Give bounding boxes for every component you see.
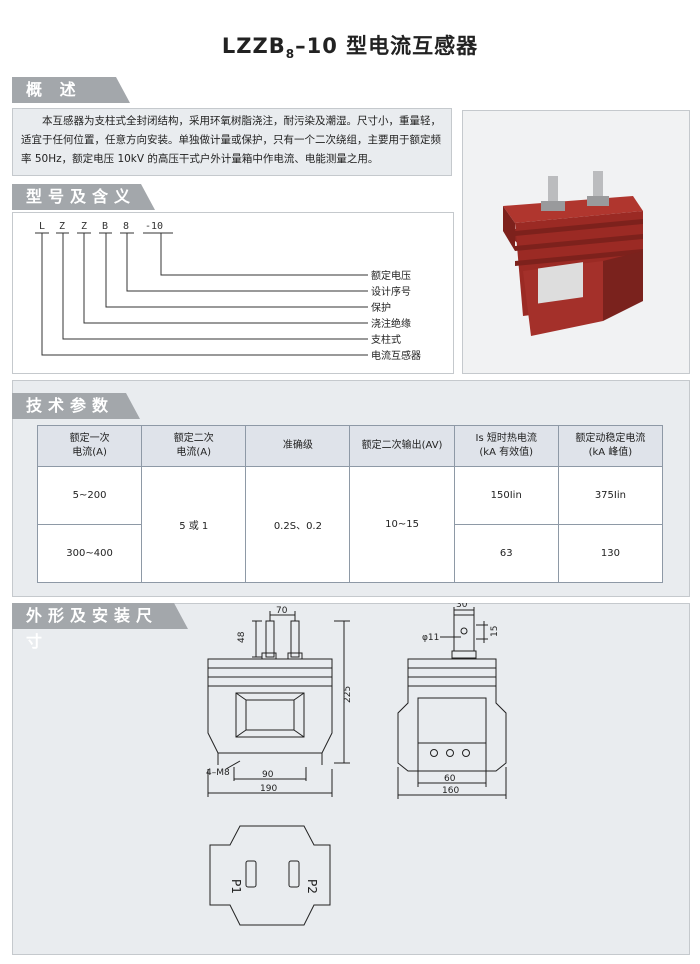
code-char-5: 8 xyxy=(123,221,129,232)
dim-front-base-width: 190 xyxy=(260,784,277,794)
dim-side-inner-width: 60 xyxy=(444,774,456,784)
dim-front-terminal-height: 48 xyxy=(237,631,247,643)
cell-thermal: 63 xyxy=(453,524,559,583)
section-overview-header: 概 述 xyxy=(12,77,130,103)
col-secondary-current: 额定二次电流(A) xyxy=(141,425,247,467)
dim-front-top-width: 70 xyxy=(276,606,288,616)
terminal-p2-label: P2 xyxy=(305,879,319,894)
transformer-image xyxy=(463,111,689,373)
dim-side-base-width: 160 xyxy=(442,786,459,796)
cell-primary: 300~400 xyxy=(36,524,143,583)
col-dynamic-current: 额定动稳定电流(kA 峰值) xyxy=(557,425,664,467)
cell-secondary: 5 或 1 xyxy=(141,466,247,583)
title-model: LZZB xyxy=(221,34,286,58)
cell-accuracy: 0.2S、0.2 xyxy=(245,466,351,583)
meaning-protection: 保护 xyxy=(371,301,391,314)
dimension-drawings: 70 48 225 90 190 4–M8 30 φ11 15 60 160 P… xyxy=(206,603,507,926)
table-row: 5~200 5 或 1 0.2S、0.2 10~15 150Iin 375Iin xyxy=(36,466,664,583)
section-model-header: 型号及含义 xyxy=(12,184,155,210)
meaning-cast-insulation: 浇注绝缘 xyxy=(371,317,411,330)
params-header-row: 额定一次电流(A) 额定二次电流(A) 准确级 额定二次输出(AV) Is 短时… xyxy=(36,425,664,467)
section-params-header: 技术参数 xyxy=(12,393,140,419)
table-row: 300~400 63 130 xyxy=(36,524,664,583)
cell-output: 10~15 xyxy=(349,466,455,583)
cell-dynamic: 375Iin xyxy=(557,466,664,525)
overview-text: 本互感器为支柱式全封闭结构，采用环氧树脂浇注，耐污染及潮湿。尺寸小，重量轻，适宜… xyxy=(12,108,452,176)
code-char-6: -10 xyxy=(145,221,163,232)
product-photo xyxy=(462,110,690,374)
col-primary-current: 额定一次电流(A) xyxy=(36,425,143,467)
dim-side-top-height: 15 xyxy=(490,626,500,637)
meaning-design-no: 设计序号 xyxy=(371,285,411,298)
title-subscript: 8 xyxy=(285,47,296,62)
front-view-drawing xyxy=(207,611,350,797)
section-model-label: 型号及含义 xyxy=(26,187,137,206)
side-view-drawing xyxy=(397,607,507,799)
section-dimensions-label: 外形及安装尺寸 xyxy=(26,606,159,651)
section-overview-label: 概 述 xyxy=(26,80,82,99)
cell-dynamic: 130 xyxy=(557,524,664,583)
params-table: 额定一次电流(A) 额定二次电流(A) 准确级 额定二次输出(AV) Is 短时… xyxy=(36,425,664,583)
dim-side-hole-diameter: φ11 xyxy=(422,633,439,643)
section-dimensions-header: 外形及安装尺寸 xyxy=(12,603,188,651)
col-accuracy: 准确级 xyxy=(245,425,351,467)
meaning-rated-voltage: 额定电压 xyxy=(371,269,411,282)
code-char-2: Z xyxy=(59,221,65,232)
col-thermal-current: Is 短时热电流(kA 有效值) xyxy=(453,425,559,467)
section-params-label: 技术参数 xyxy=(26,396,115,415)
title-suffix: –10 型电流互感器 xyxy=(295,34,479,58)
dim-side-top-width: 30 xyxy=(456,603,468,610)
dimensions-panel xyxy=(12,603,690,955)
dim-front-hole-spacing: 90 xyxy=(262,770,274,780)
model-diagram: L Z Z B 8 -10 额定电压 设计序号 保护 浇注绝缘 支柱式 电流互感… xyxy=(35,221,421,362)
code-char-4: B xyxy=(102,221,108,232)
code-char-1: L xyxy=(39,221,45,232)
dim-front-total-height: 225 xyxy=(343,686,353,703)
col-output: 额定二次输出(AV) xyxy=(349,425,455,467)
page-title: LZZB8–10 型电流互感器 xyxy=(0,30,700,61)
cell-primary: 5~200 xyxy=(36,466,143,525)
code-char-3: Z xyxy=(81,221,87,232)
meaning-post-type: 支柱式 xyxy=(371,333,401,346)
terminal-p1-label: P1 xyxy=(229,879,243,894)
meaning-current-transformer: 电流互感器 xyxy=(371,349,421,362)
model-panel: L Z Z B 8 -10 额定电压 设计序号 保护 浇注绝缘 支柱式 电流互感… xyxy=(12,212,454,374)
dim-front-holes: 4–M8 xyxy=(206,768,230,778)
cell-thermal: 150Iin xyxy=(453,466,559,525)
bottom-view-drawing xyxy=(209,825,331,926)
